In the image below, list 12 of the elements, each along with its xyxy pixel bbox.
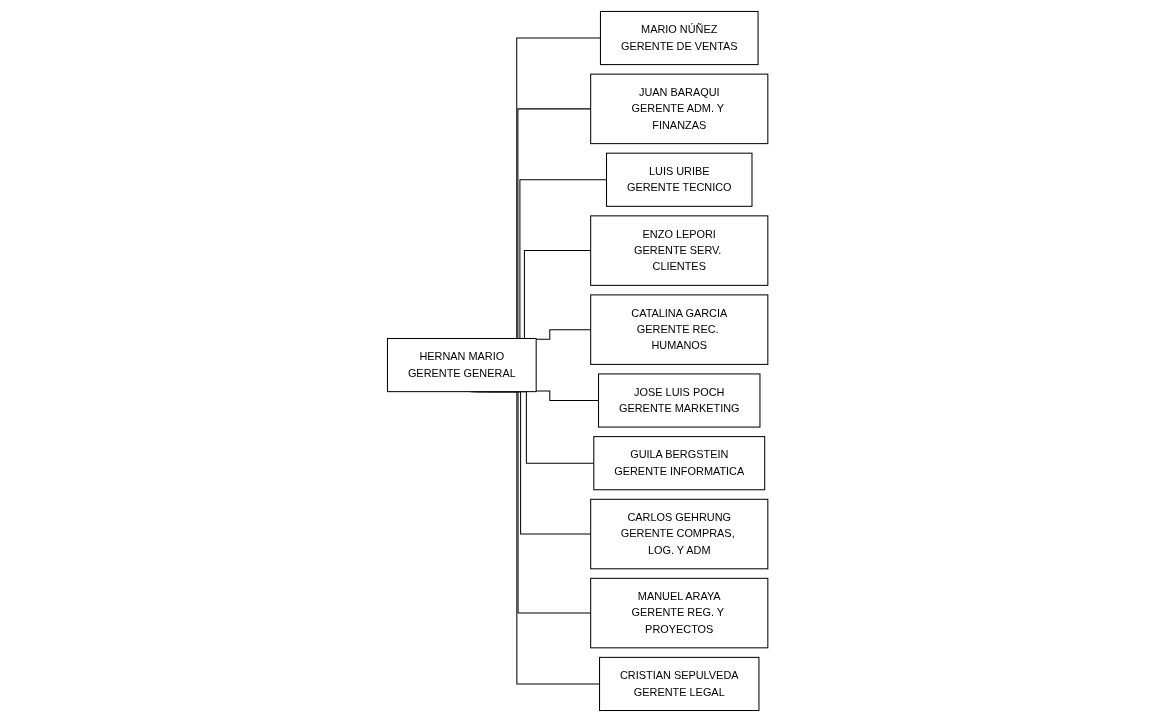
node-box: MARIO NÚÑEZ GERENTE DE VENTAS [600,10,759,66]
node-box: JUAN BARAQUI GERENTE ADM. Y FINANZAS [590,73,769,145]
node-box: ENZO LEPORI GERENTE SERV. CLIENTES [590,215,769,286]
node-box: HERNAN MARIO GERENTE GENERAL [387,338,538,393]
connector [536,329,592,340]
node-box: CRISTIAN SEPULVEDA GERENTE LEGAL [599,656,760,712]
node-box: GUILA BERGSTEIN GERENTE INFORMATICA [593,436,766,491]
node-box: JOSE LUIS POCH GERENTE MARKETING [598,373,761,428]
node-box: MANUEL ARAYA GERENTE REG. Y PROYECTOS [590,577,769,649]
node-box: LUIS URIBE GERENTE TECNICO [606,152,753,207]
node-box: CATALINA GARCIA GERENTE REC. HUMANOS [590,294,769,365]
node-box: CARLOS GEHRUNG GERENTE COMPRAS, LOG. Y ADM [590,498,769,570]
